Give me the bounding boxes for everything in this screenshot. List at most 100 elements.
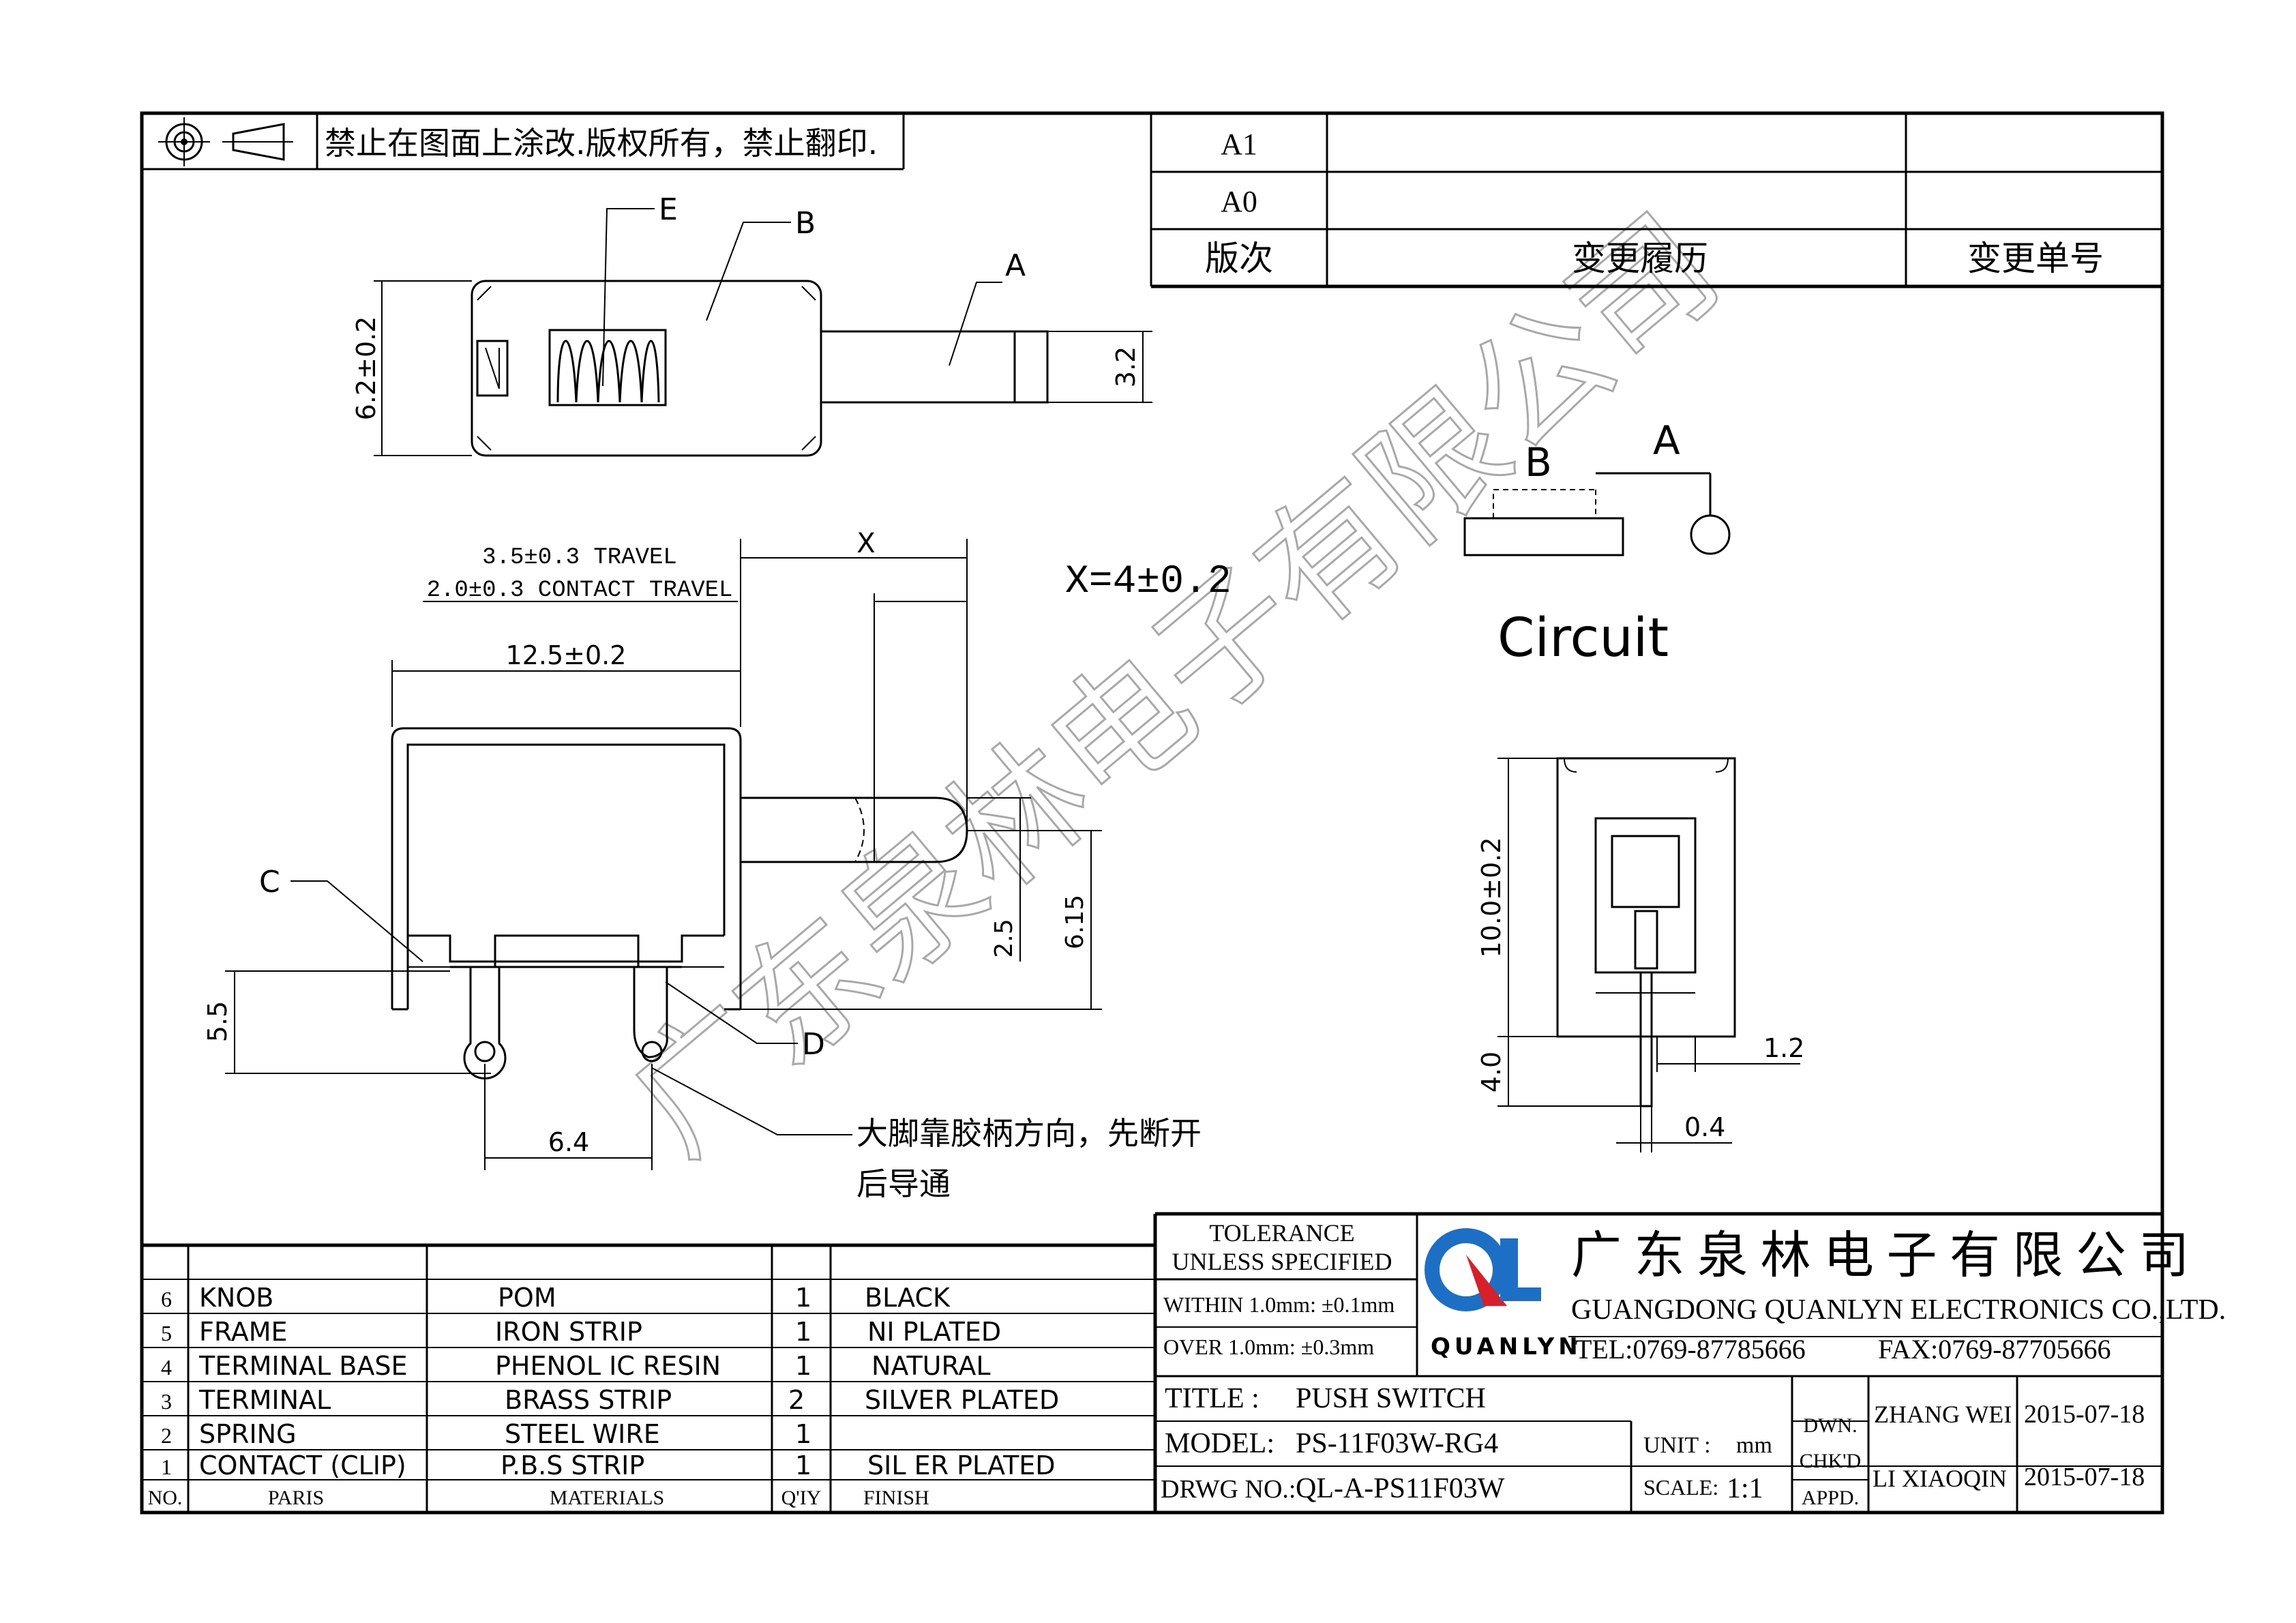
svg-text:广东泉林电子有限公司: 广东泉林电子有限公司 xyxy=(601,186,1748,1185)
part-row-1-material: P.B.S STRIP xyxy=(501,1450,644,1480)
part-row-5-no: 5 xyxy=(161,1321,172,1345)
part-row-4-material: PHENOL IC RESIN xyxy=(495,1351,721,1381)
tolerance-subtitle: UNLESS SPECIFIED xyxy=(1172,1248,1392,1275)
model-value: PS-11F03W-RG4 xyxy=(1296,1428,1498,1459)
revision-header-history: 变更履历 xyxy=(1572,239,1708,278)
chk-date: 2015-07-18 xyxy=(2024,1463,2145,1491)
dwn-label: DWN. xyxy=(1803,1414,1857,1437)
part-row-4-qty: 1 xyxy=(795,1351,811,1381)
scale-label: SCALE: xyxy=(1643,1475,1718,1500)
tolerance-over: OVER 1.0mm: ±0.3mm xyxy=(1163,1335,1374,1359)
dwn-name: ZHANG WEI xyxy=(1874,1401,2012,1428)
projection-symbol xyxy=(158,117,293,166)
revision-a1: A1 xyxy=(1221,128,1257,161)
label-a-top: A xyxy=(1005,248,1026,283)
part-row-3-no: 3 xyxy=(161,1389,172,1414)
dim-1-2: 1.2 xyxy=(1763,1033,1804,1063)
label-d: D xyxy=(802,1027,825,1062)
part-row-4-finish: NATURAL xyxy=(871,1351,991,1381)
logo-wordmark: QUANLYN xyxy=(1431,1333,1582,1360)
circuit-label: Circuit xyxy=(1497,608,1669,669)
revision-table: A1 A0 版次 变更履历 变更单号 xyxy=(1150,113,2162,288)
part-row-2-qty: 1 xyxy=(795,1419,811,1449)
part-row-2-no: 2 xyxy=(161,1423,172,1448)
chkd-label: CHK'D xyxy=(1800,1450,1861,1472)
part-row-3-qty: 2 xyxy=(788,1385,805,1415)
copyright-notice: 禁止在图面上涂改.版权所有，禁止翻印. xyxy=(325,125,878,162)
part-row-1-name: CONTACT (CLIP) xyxy=(199,1450,406,1480)
part-row-2-material: STEEL WIRE xyxy=(505,1419,660,1449)
part-row-6-no: 6 xyxy=(161,1287,172,1311)
parts-header-qty: Q'IY xyxy=(781,1487,822,1509)
revision-header-version: 版次 xyxy=(1205,239,1273,278)
dim-6-15: 6.15 xyxy=(1061,895,1089,949)
part-row-4-name: TERMINAL BASE xyxy=(198,1351,407,1381)
dim-4-0: 4.0 xyxy=(1476,1052,1506,1092)
unit-label: UNIT : xyxy=(1643,1433,1711,1458)
top-view: E B A 6.2±0.2 3.2 xyxy=(351,192,1152,457)
company-name-en: GUANGDONG QUANLYN ELECTRONICS CO.,LTD. xyxy=(1571,1294,2226,1326)
parts-header-material: MATERIALS xyxy=(550,1487,664,1509)
parts-table: 6 KNOB POM 1 BLACK 5 FRAME IRON STRIP 1 … xyxy=(142,1243,1155,1513)
drwg-value: QL-A-PS11F03W xyxy=(1296,1473,1505,1504)
revision-a0: A0 xyxy=(1221,185,1257,218)
tolerance-title: TOLERANCE xyxy=(1209,1219,1354,1247)
model-label: MODEL: xyxy=(1165,1428,1274,1459)
part-row-5-material: IRON STRIP xyxy=(495,1317,642,1347)
company-logo: QUANLYN xyxy=(1425,1228,1582,1360)
dim-contact-travel: 2.0±0.3 CONTACT TRAVEL xyxy=(427,578,733,604)
label-b-top: B xyxy=(795,206,816,241)
title-value: PUSH SWITCH xyxy=(1296,1383,1486,1414)
dim-2-5: 2.5 xyxy=(990,919,1018,957)
dim-0-4: 0.4 xyxy=(1684,1112,1725,1142)
parts-header-part: PARIS xyxy=(268,1487,324,1509)
chk-name: LI XIAOQIN xyxy=(1873,1465,2007,1492)
company-tel: TEL:0769-87785666 xyxy=(1575,1334,1806,1365)
parts-header-no: NO. xyxy=(148,1487,183,1509)
side-view: C D 12.5±0.2 X 3.5±0.3 TRAVEL 2.0±0.3 CO… xyxy=(203,528,1232,1202)
part-row-3-finish: SILVER PLATED xyxy=(865,1385,1059,1415)
dim-x: X xyxy=(856,528,875,559)
part-row-1-no: 1 xyxy=(161,1455,172,1479)
part-row-3-material: BRASS STRIP xyxy=(505,1385,672,1415)
tolerance-within: WITHIN 1.0mm: ±0.1mm xyxy=(1163,1292,1395,1317)
appd-label: APPD. xyxy=(1802,1487,1859,1509)
front-view: 10.0±0.2 4.0 1.2 0.4 xyxy=(1476,757,1804,1152)
part-row-4-no: 4 xyxy=(161,1355,172,1380)
dim-6-4: 6.4 xyxy=(548,1127,589,1157)
title-label: TITLE : xyxy=(1165,1383,1259,1414)
revision-header-change-no: 变更单号 xyxy=(1967,239,2104,278)
note-line-1: 大脚靠胶柄方向，先断开 xyxy=(856,1115,1202,1152)
scale-value: 1:1 xyxy=(1727,1473,1763,1504)
part-row-6-material: POM xyxy=(498,1283,556,1313)
parts-header-finish: FINISH xyxy=(863,1487,929,1509)
dim-6-2: 6.2±0.2 xyxy=(351,316,381,421)
part-row-1-qty: 1 xyxy=(795,1450,811,1480)
part-row-5-finish: NI PLATED xyxy=(867,1317,1001,1347)
part-row-6-name: KNOB xyxy=(199,1283,273,1313)
circuit-diagram: B A Circuit xyxy=(1463,417,1731,669)
part-row-5-qty: 1 xyxy=(795,1317,811,1347)
part-row-3-name: TERMINAL xyxy=(198,1385,331,1415)
label-e: E xyxy=(659,192,678,227)
part-row-2-name: SPRING xyxy=(199,1419,297,1449)
unit-value: mm xyxy=(1736,1433,1772,1458)
circuit-label-a: A xyxy=(1653,417,1680,464)
company-fax: FAX:0769-87705666 xyxy=(1878,1334,2111,1365)
watermark: 广东泉林电子有限公司 xyxy=(600,185,1749,1185)
dim-3-2: 3.2 xyxy=(1111,346,1141,387)
dim-travel: 3.5±0.3 TRAVEL xyxy=(482,545,677,571)
dim-12-5: 12.5±0.2 xyxy=(506,640,627,670)
note-line-2: 后导通 xyxy=(856,1165,951,1202)
dim-10-0: 10.0±0.2 xyxy=(1476,837,1506,958)
dwn-date: 2015-07-18 xyxy=(2024,1400,2145,1429)
part-row-6-finish: BLACK xyxy=(865,1283,951,1313)
part-row-6-qty: 1 xyxy=(795,1283,811,1313)
circuit-label-b: B xyxy=(1525,439,1552,486)
drwg-label: DRWG NO.: xyxy=(1161,1475,1296,1504)
label-c: C xyxy=(259,865,280,899)
company-name-cn: 广 东 泉 林 电 子 有 限 公 司 xyxy=(1571,1228,2190,1284)
part-row-1-finish: SIL ER PLATED xyxy=(867,1450,1056,1480)
part-row-5-name: FRAME xyxy=(199,1317,288,1347)
